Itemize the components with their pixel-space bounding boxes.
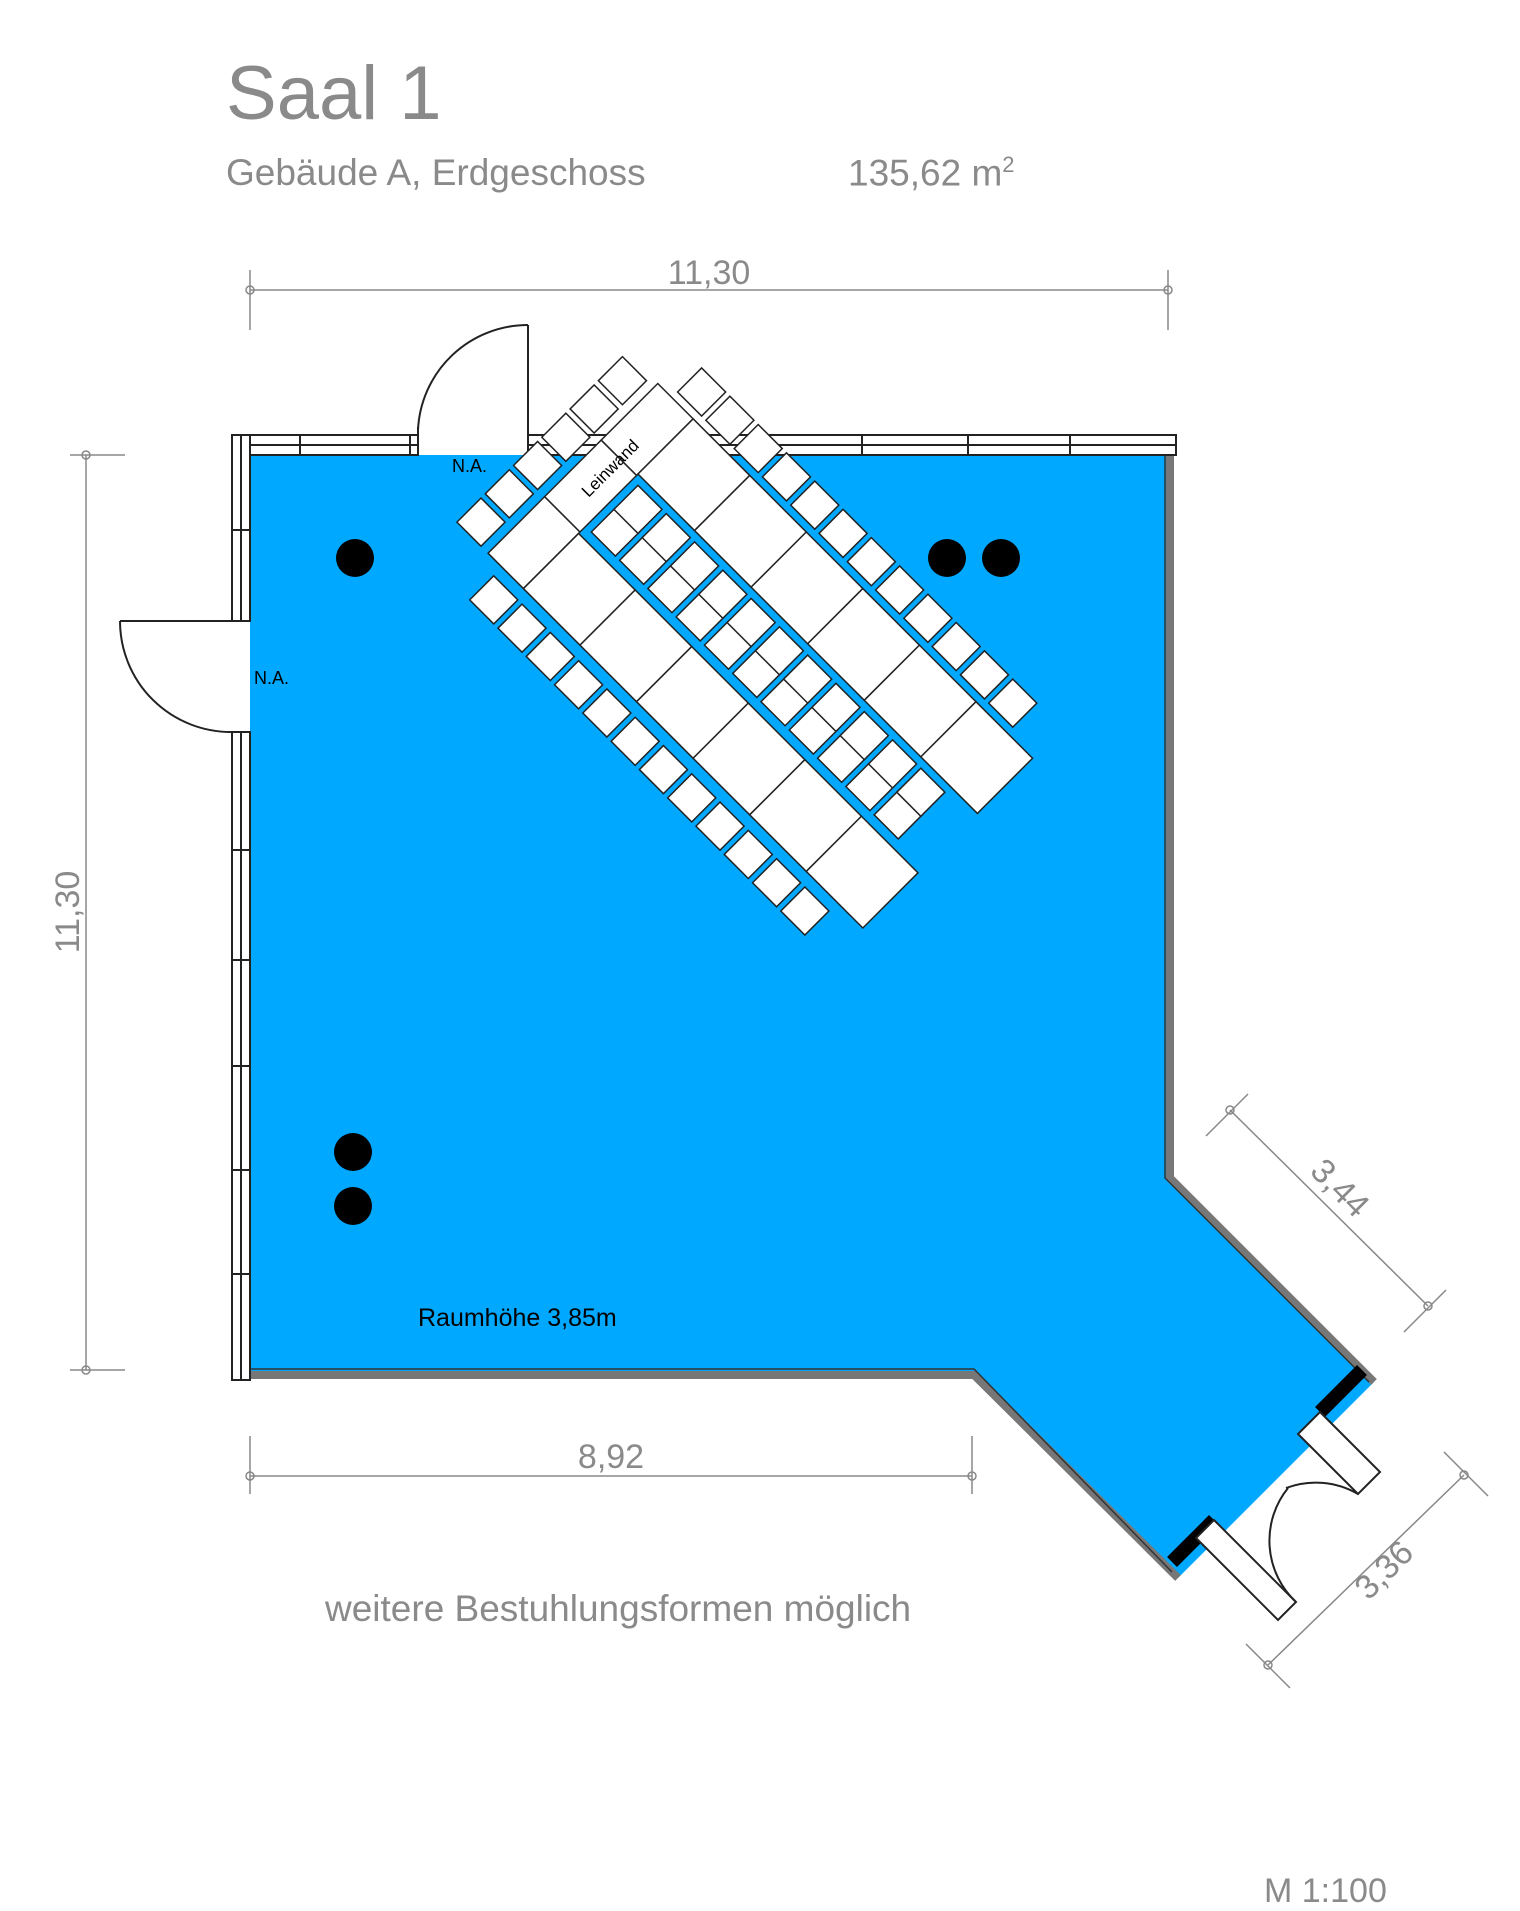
- chair: [779, 885, 830, 937]
- chair: [895, 767, 946, 818]
- chair: [867, 738, 918, 790]
- chair: [987, 678, 1038, 729]
- chair: [726, 597, 777, 648]
- seating-layout: Leinwand: [455, 355, 1038, 937]
- chair: [455, 496, 507, 548]
- chair: [733, 423, 784, 474]
- wall-right: [1164, 455, 1377, 1385]
- chair: [817, 508, 869, 559]
- chair: [666, 772, 717, 823]
- table-right-row: [919, 700, 1034, 815]
- chair: [597, 355, 648, 406]
- chair: [810, 682, 862, 733]
- columns: [334, 539, 1020, 1225]
- chair: [484, 468, 535, 519]
- chair: [676, 366, 727, 418]
- chair: [959, 649, 1010, 700]
- chair: [751, 857, 802, 908]
- dimension-left-label: 11,30: [49, 871, 87, 954]
- chair: [902, 593, 953, 644]
- column-top-left: [336, 539, 374, 577]
- page-title: Saal 1: [226, 51, 442, 136]
- column-top-right-1: [928, 539, 966, 577]
- scale-label: M 1:100: [1264, 1872, 1387, 1910]
- door-top: [417, 323, 529, 455]
- wall-bottom: [250, 1368, 1181, 1581]
- chair: [839, 710, 890, 761]
- area-readout: 135,62 m2: [848, 152, 1015, 194]
- chair: [612, 484, 664, 535]
- chair: [754, 625, 805, 676]
- chair: [553, 659, 604, 710]
- chair: [496, 603, 548, 654]
- dimension-left: [70, 450, 125, 1375]
- chair: [789, 480, 840, 531]
- dimension-top-label: 11,30: [668, 254, 751, 292]
- chair: [874, 564, 925, 616]
- chair: [669, 540, 720, 592]
- building-subtitle: Gebäude A, Erdgeschoss: [226, 152, 646, 193]
- door-diagonal: [1167, 1365, 1382, 1622]
- area-unit-exponent: 2: [1002, 152, 1015, 177]
- room-height-label: Raumhöhe 3,85m: [418, 1304, 617, 1332]
- dimension-top: [245, 270, 1173, 330]
- dimension-diagonal-door-label: 3,36: [1347, 1533, 1421, 1607]
- chair: [704, 395, 756, 446]
- na-left-label: N.A.: [254, 668, 289, 688]
- dimension-diagonal-side-label: 3,44: [1303, 1151, 1377, 1225]
- na-top-label: N.A.: [452, 456, 487, 476]
- chair: [638, 744, 689, 795]
- column-bottom-left-1: [334, 1133, 372, 1171]
- door-left: [119, 620, 250, 734]
- chair: [610, 716, 661, 767]
- chair: [846, 536, 897, 587]
- chair: [468, 574, 519, 625]
- column-top-right-2: [982, 539, 1020, 577]
- chair: [512, 440, 563, 491]
- dimension-bottom: [245, 1436, 977, 1494]
- chair: [641, 512, 692, 563]
- dimension-diagonal-side: [1205, 1093, 1447, 1333]
- chair: [697, 569, 748, 620]
- chair: [931, 621, 982, 672]
- chair: [540, 412, 591, 463]
- dimension-bottom-label: 8,92: [578, 1438, 644, 1476]
- chair: [723, 829, 774, 880]
- area-value: 135,62 m: [848, 152, 1003, 194]
- chair: [569, 383, 620, 435]
- dimension-diagonal-door: [1245, 1451, 1489, 1689]
- seating-note: weitere Bestuhlungsformen möglich: [325, 1588, 912, 1629]
- chair: [581, 687, 632, 739]
- window-band-left: [231, 434, 251, 1381]
- table-left-row: [805, 815, 920, 930]
- column-bottom-left-2: [334, 1187, 372, 1225]
- room-floor: [250, 455, 1374, 1578]
- chair: [525, 631, 576, 682]
- chair: [782, 653, 833, 705]
- chair: [694, 801, 746, 852]
- chair: [761, 451, 812, 502]
